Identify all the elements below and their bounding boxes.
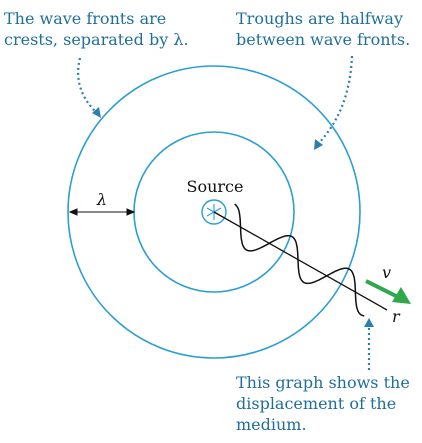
lambda-label: λ	[96, 190, 107, 209]
caption-troughs: Troughs are halfway between wave fronts.	[236, 8, 410, 50]
caption-graph: This graph shows the displacement of the…	[236, 372, 410, 435]
radius-label: r	[392, 307, 401, 326]
pointer-troughs	[314, 56, 352, 150]
caption-wave-fronts-line-2: crests, separated by λ.	[4, 29, 189, 50]
velocity-arrow-icon	[366, 281, 411, 304]
caption-troughs-line-2: between wave fronts.	[236, 29, 410, 50]
pointer-wave-fronts	[78, 58, 101, 118]
lambda-dimension	[70, 209, 134, 215]
caption-graph-line-1: This graph shows the	[236, 372, 410, 393]
caption-wave-fronts: The wave fronts are crests, separated by…	[4, 8, 189, 50]
caption-graph-line-2: displacement of the	[236, 393, 410, 414]
pointer-graph	[364, 318, 374, 370]
caption-troughs-line-1: Troughs are halfway	[236, 8, 410, 29]
caption-graph-line-3: medium.	[236, 414, 410, 435]
velocity-label: v	[382, 263, 391, 282]
caption-wave-fronts-line-1: The wave fronts are	[4, 8, 189, 29]
source-label: Source	[187, 177, 244, 196]
